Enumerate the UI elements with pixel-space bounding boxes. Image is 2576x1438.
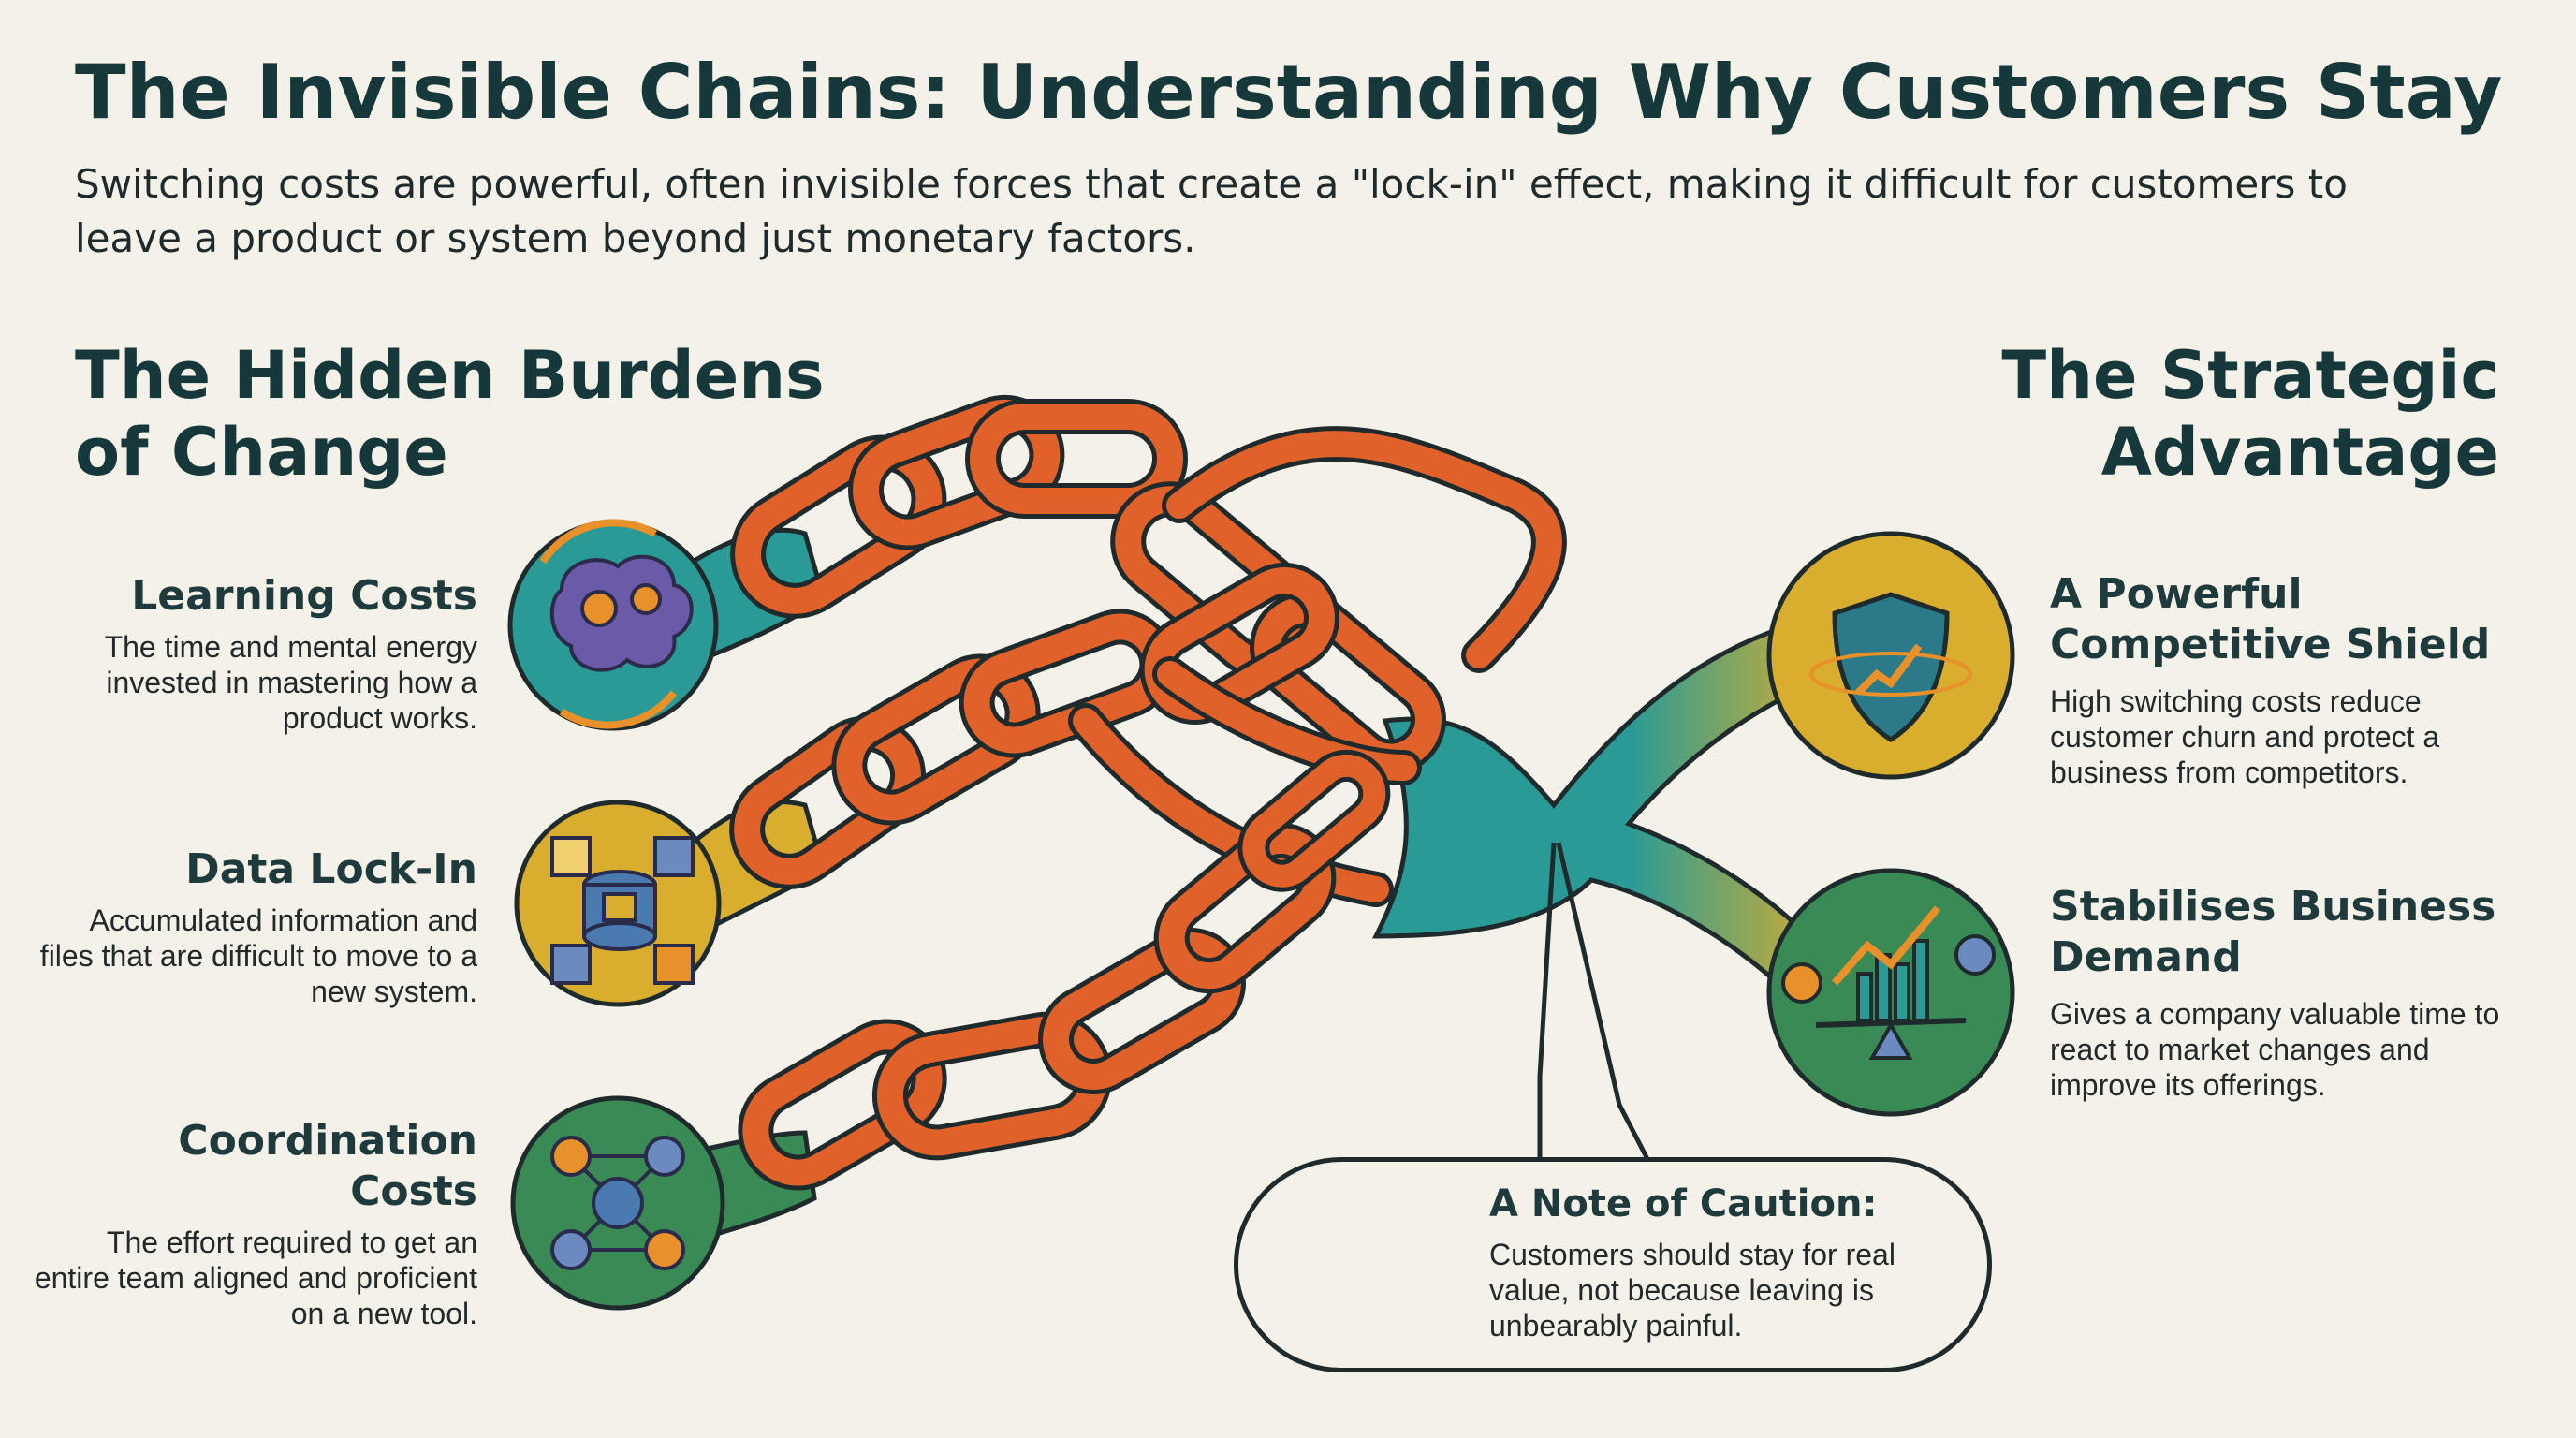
database-lock-icon — [550, 836, 695, 985]
learning-costs-block: Learning Costs The time and mental energ… — [28, 571, 477, 736]
data-lockin-text: Accumulated information and files that a… — [39, 903, 477, 1008]
competitive-shield-block: A Powerful Competitive Shield High switc… — [2050, 569, 2537, 790]
left-section-heading: The Hidden Burdens of Change — [75, 337, 825, 491]
coordination-costs-title: Coordination Costs — [178, 1117, 477, 1215]
page-subtitle: Switching costs are powerful, often invi… — [75, 161, 2348, 261]
stabilises-demand-text: Gives a company valuable time to react t… — [2050, 997, 2500, 1102]
brain-gears-icon — [539, 519, 694, 729]
chain-top — [730, 394, 1567, 775]
coordination-costs-text: The effort required to get an entire tea… — [34, 1225, 477, 1330]
page-title: The Invisible Chains: Understanding Why … — [75, 49, 2503, 136]
competitive-shield-text: High switching costs reduce customer chu… — [2050, 684, 2440, 789]
caution-title: A Note of Caution: — [1489, 1182, 1878, 1225]
stabilises-demand-title: Stabilises Business Demand — [2050, 883, 2496, 981]
competitive-shield-title: A Powerful Competitive Shield — [2050, 570, 2491, 668]
stabilises-demand-block: Stabilises Business Demand Gives a compa… — [2050, 882, 2537, 1103]
balance-growth-icon — [1781, 905, 1996, 1060]
caution-pointer — [1537, 842, 1650, 1161]
data-lockin-block: Data Lock-In Accumulated information and… — [28, 844, 477, 1009]
learning-costs-text: The time and mental energy invested in m… — [104, 630, 477, 735]
right-section-heading: The Strategic Advantage — [2001, 337, 2499, 491]
data-lockin-title: Data Lock-In — [185, 845, 477, 893]
chain-links — [729, 394, 1567, 1191]
shield-chart-icon — [1809, 592, 1972, 742]
chain-bottom — [738, 749, 1391, 1191]
caution-box: A Note of Caution: Customers should stay… — [1234, 1157, 1992, 1372]
learning-costs-title: Learning Costs — [131, 572, 477, 620]
caution-text: Customers should stay for real value, no… — [1489, 1238, 1895, 1343]
team-network-icon — [550, 1136, 685, 1270]
coordination-costs-block: Coordination Costs The effort required t… — [28, 1116, 477, 1331]
